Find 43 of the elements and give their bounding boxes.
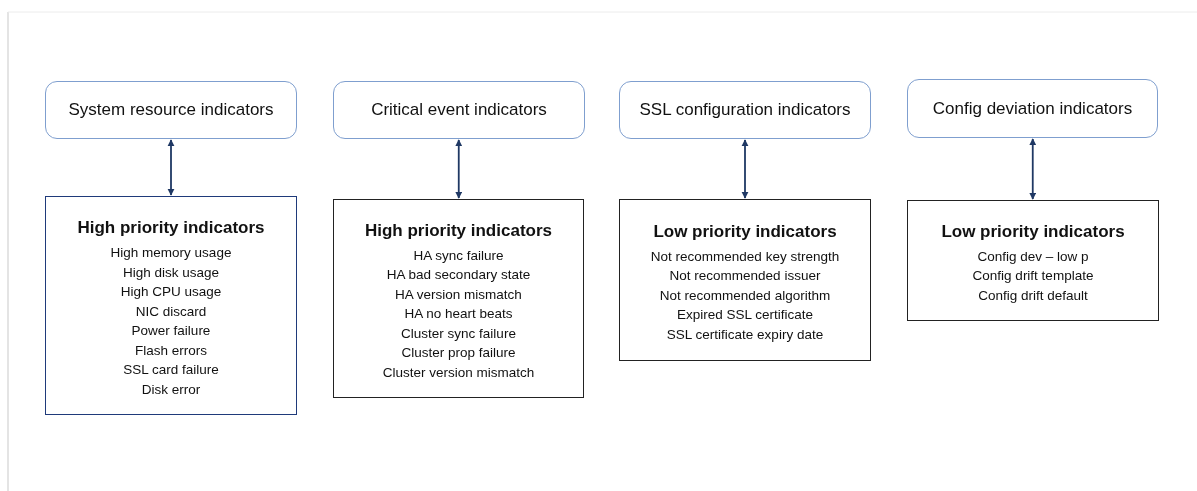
list-item: Config dev – low p	[977, 247, 1089, 266]
list-item: Config drift default	[978, 286, 1088, 305]
list-item: NIC discard	[135, 302, 207, 321]
list-item: Config drift template	[972, 267, 1094, 286]
double-arrow	[455, 139, 463, 199]
list-item: Not recommended issuer	[669, 267, 821, 286]
list-heading: High priority indicators	[77, 218, 265, 238]
double-arrow	[1029, 138, 1037, 200]
list-item: Cluster prop failure	[401, 344, 516, 363]
list-item: HA version mismatch	[395, 285, 522, 304]
list-item: Expired SSL certificate	[676, 306, 814, 325]
list-item: Not recommended key strength	[650, 247, 840, 266]
category-label: Critical event indicators	[371, 100, 547, 120]
list-item: HA sync failure	[413, 246, 504, 265]
double-arrow	[741, 139, 749, 199]
list-heading: Low priority indicators	[941, 221, 1125, 242]
category-label: SSL configuration indicators	[639, 100, 851, 120]
indicator-list-box	[907, 200, 1159, 321]
list-item: High CPU usage	[120, 283, 222, 301]
indicator-list-box	[619, 199, 871, 361]
list-heading: Low priority indicators	[653, 221, 837, 242]
indicator-list-box	[45, 196, 297, 415]
list-item: High disk usage	[122, 263, 220, 282]
list-item: SSL card failure	[123, 361, 219, 379]
list-item: Disk error	[141, 380, 201, 399]
category-label: Config deviation indicators	[932, 98, 1133, 119]
list-item: SSL certificate expiry date	[666, 325, 824, 344]
list-heading: High priority indicators	[365, 220, 552, 241]
category-box	[907, 79, 1158, 138]
list-item: HA bad secondary state	[386, 266, 531, 285]
category-box	[619, 81, 871, 139]
category-box	[45, 81, 297, 139]
category-label: System resource indicators	[68, 100, 274, 120]
list-item: HA no heart beats	[404, 305, 513, 324]
list-item: Flash errors	[135, 341, 207, 360]
list-item: Power failure	[131, 322, 211, 340]
indicator-list-box	[333, 199, 584, 398]
list-item: Cluster sync failure	[401, 324, 516, 343]
list-item: Cluster version mismatch	[382, 363, 535, 382]
list-item: Not recommended algorithm	[659, 286, 831, 305]
list-item: High memory usage	[110, 244, 232, 262]
category-box	[333, 81, 585, 139]
double-arrow	[167, 139, 175, 196]
